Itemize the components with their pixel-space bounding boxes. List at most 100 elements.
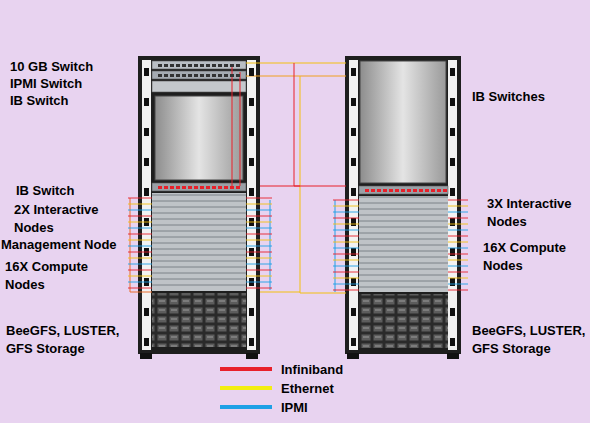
rack-label: 3X Interactive Nodes [487, 195, 587, 231]
rack-stroke [128, 234, 152, 235]
rack-label: 16X Compute Nodes [483, 239, 587, 275]
rack-stroke [448, 266, 468, 267]
rack-mark [144, 158, 149, 166]
rack-mark [182, 186, 186, 189]
rack-mark [144, 188, 149, 196]
rack-stroke [152, 285, 246, 286]
rack-stroke [448, 290, 468, 291]
rack-mark [351, 338, 356, 346]
rack-mark [230, 64, 234, 67]
rack-mark [218, 186, 222, 189]
rack-stroke [333, 212, 359, 213]
rack-stroke [128, 204, 152, 205]
rack-mark [249, 338, 254, 346]
rack-mark [176, 186, 180, 189]
rack-mark [176, 64, 180, 67]
rack-stroke [246, 198, 272, 199]
rack-mark [194, 186, 198, 189]
rack-mark [170, 64, 174, 67]
rack-stroke [128, 246, 152, 247]
rack-stroke [152, 249, 246, 250]
rack-mark [413, 189, 417, 192]
rack-stroke [128, 252, 152, 253]
rack-stroke [359, 287, 448, 288]
rack-stroke [448, 236, 468, 237]
rack-mark [188, 64, 192, 67]
rack-mark [389, 189, 393, 192]
rack-mark [194, 64, 198, 67]
rack-mark [144, 308, 149, 316]
rack-stroke [246, 240, 272, 241]
rack-stroke [448, 272, 468, 273]
rack-mark [351, 278, 356, 286]
rack-stroke [152, 273, 246, 274]
rack-stroke [333, 248, 359, 249]
rack-stroke [333, 272, 359, 273]
rack-mark [351, 68, 356, 76]
rack-stroke [359, 251, 448, 252]
rack-mark [437, 189, 441, 192]
rack-mark [249, 158, 254, 166]
rack-mark [450, 188, 455, 196]
rack-label: BeeGFS, LUSTER, GFS Storage [6, 322, 131, 358]
rack-mark [249, 98, 254, 106]
rack-mark [144, 338, 149, 346]
rack-stroke [152, 201, 246, 202]
rack-mark [218, 64, 222, 67]
rack-mark [407, 189, 411, 192]
legend-text: Ethernet [281, 380, 334, 398]
rack-mark [351, 128, 356, 136]
rack-label: IB Switches [472, 88, 584, 106]
rack-mark [164, 64, 168, 67]
rack-stroke [246, 264, 272, 265]
rack-label: 2X Interactive Nodes [14, 201, 114, 237]
rack-stroke [359, 281, 448, 282]
rack-stroke [246, 216, 272, 217]
rack-stroke [448, 200, 468, 201]
rack-label: 10 GB Switch [10, 58, 135, 76]
rack-mark [206, 64, 210, 67]
rack-mark [164, 186, 168, 189]
rack-stroke [246, 204, 272, 205]
rack-mark [351, 98, 356, 106]
rack-mark [365, 189, 369, 192]
rack-stroke [152, 279, 246, 280]
rack-mark [351, 218, 356, 226]
rack-mark [450, 308, 455, 316]
rack-mark [450, 278, 455, 286]
rack-mark [182, 64, 186, 67]
rack-stroke [359, 233, 448, 234]
rack-stroke [333, 284, 359, 285]
rack-mark [351, 158, 356, 166]
rack-stroke [128, 198, 152, 199]
rack-stroke [333, 206, 359, 207]
rack-mark [443, 189, 447, 192]
legend-swatch [220, 386, 272, 390]
rack-stroke [359, 245, 448, 246]
rack-mark [377, 189, 381, 192]
rack-stroke [152, 237, 246, 238]
rack-stroke [128, 216, 152, 217]
rack-mark [351, 248, 356, 256]
rack-stroke [128, 258, 152, 259]
rack-mark [230, 186, 234, 189]
rack-mark [200, 64, 204, 67]
rack-stroke [128, 222, 152, 223]
rack-stroke [448, 206, 468, 207]
rack-mark [188, 74, 192, 77]
rack-mark [249, 68, 254, 76]
rack-stroke [152, 219, 246, 220]
rack-stroke [246, 222, 272, 223]
rack-mark [206, 74, 210, 77]
rack-mark [450, 128, 455, 136]
rack-mark [200, 186, 204, 189]
rack-stroke [128, 264, 152, 265]
rack-details [128, 64, 468, 346]
left-rack [138, 56, 260, 359]
cables [130, 63, 346, 293]
rack-stroke [359, 203, 448, 204]
rack-stroke [333, 224, 359, 225]
rack-stroke [246, 276, 272, 277]
rack-mark [371, 189, 375, 192]
rack-mark [158, 186, 162, 189]
